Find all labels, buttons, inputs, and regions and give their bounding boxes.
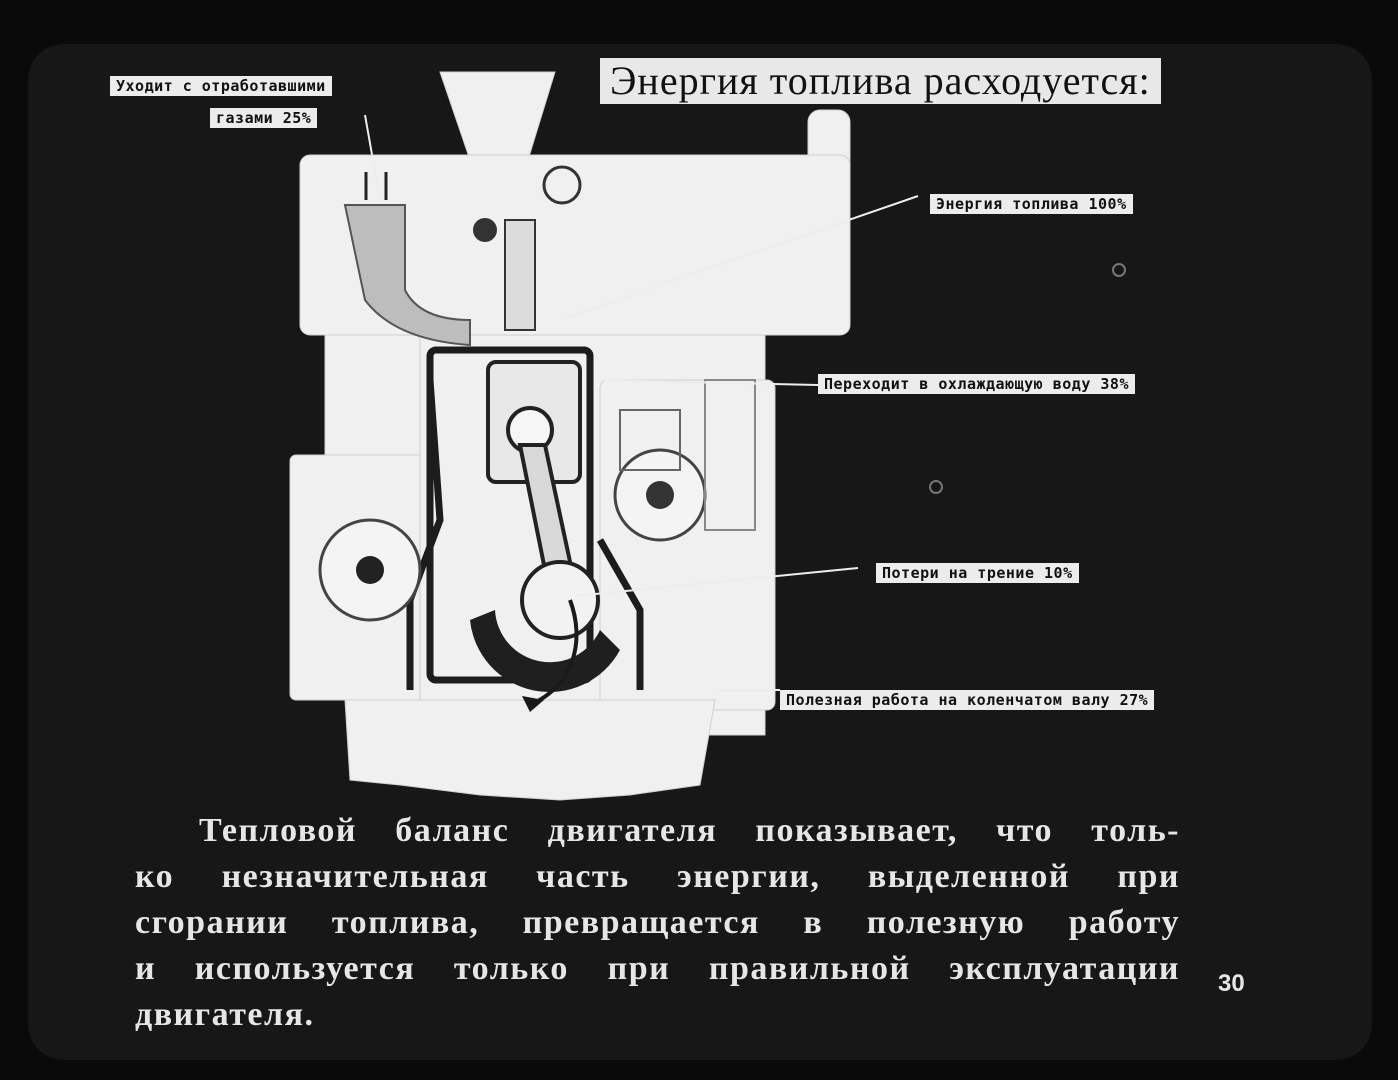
fuel-energy-pointer-line	[564, 195, 919, 319]
injector-detail	[542, 165, 582, 205]
useful-work-label: Полезная работа на коленчатом валу 27%	[780, 690, 1155, 710]
exhaust-manifold	[343, 204, 471, 347]
exhaust-pointer-line	[364, 114, 381, 201]
friction-loss-label: Потери на трение 10%	[876, 563, 1079, 583]
valve	[504, 219, 536, 331]
slide-title: Энергия топлива расходуется:	[600, 58, 1161, 104]
film-speck	[929, 480, 943, 494]
crankshaft-journal	[520, 560, 600, 640]
heat-balance-description: Тепловой баланс двигателя показывает, чт…	[135, 808, 1180, 1038]
coolant-channel-left	[406, 379, 444, 690]
rotation-arrow	[529, 599, 579, 707]
exhaust-gas-arrows	[364, 172, 388, 200]
coolant-channel-right	[596, 538, 644, 690]
crankcase	[344, 699, 716, 801]
cooling-water-label: Переходит в охлаждающую воду 38%	[818, 374, 1135, 394]
pump-detail-2	[704, 379, 756, 531]
left-flange-hub	[356, 556, 384, 584]
fuel-energy-label: Энергия топлива 100%	[930, 194, 1133, 214]
film-speck	[1112, 263, 1126, 277]
description-line-2: ко незначительная часть энергии, выделен…	[135, 858, 1180, 895]
description-line-3: сгорании топлива, превращается в полезну…	[135, 904, 1180, 941]
fuel-pump-housing	[599, 379, 776, 711]
friction-pointer-line	[574, 567, 859, 597]
page-number: 30	[1218, 970, 1245, 997]
description-line-5: двигателя.	[135, 996, 315, 1033]
description-line-4: и используется только при правильной экс…	[135, 950, 1180, 987]
pump-detail	[619, 409, 681, 471]
crank-counterweight	[470, 610, 620, 693]
right-flange-hub	[646, 481, 674, 509]
exhaust-loss-label-line2: газами 25%	[210, 108, 318, 128]
cooling-pointer-line	[594, 379, 819, 386]
description-line-1: Тепловой баланс двигателя показывает, чт…	[199, 812, 1180, 849]
exhaust-loss-label-line1: Уходит с отработавшими	[110, 76, 332, 96]
air-intake-funnel	[439, 71, 556, 161]
rotation-arrowhead	[522, 696, 544, 712]
rocker-pivot	[473, 218, 497, 242]
